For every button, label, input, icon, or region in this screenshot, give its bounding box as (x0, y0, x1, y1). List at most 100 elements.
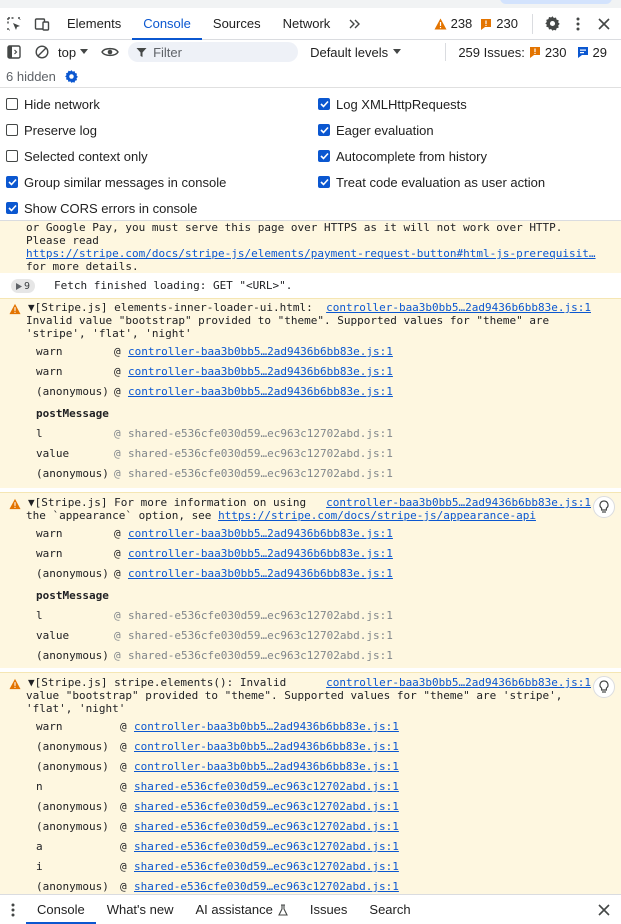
log-xhr-option[interactable]: Log XMLHttpRequests (318, 95, 467, 113)
hide-network-option[interactable]: Hide network (6, 95, 100, 113)
device-toolbar-icon[interactable] (28, 8, 56, 39)
hide-network-checkbox[interactable] (6, 98, 18, 110)
issues-counter[interactable]: 259 Issues: 230 29 (445, 43, 621, 61)
stack-frame-link[interactable]: shared-e536cfe030d59…ec963c12702abd.js:1 (134, 840, 399, 853)
message-header[interactable]: ▼[Stripe.js] For more information on usi… (28, 496, 307, 509)
stack-frame-link[interactable]: controller-baa3b0bb5…2ad9436b6bb83e.js:1 (134, 740, 399, 753)
ai-explain-bulb-icon[interactable] (593, 676, 615, 698)
stack-frame-link[interactable]: controller-baa3b0bb5…2ad9436b6bb83e.js:1 (128, 345, 393, 358)
stack-frame-fn: warn (36, 527, 63, 540)
drawer-tab-whats-new[interactable]: What's new (106, 902, 174, 917)
stack-frame-link[interactable]: shared-e536cfe030d59…ec963c12702abd.js:1 (134, 800, 399, 813)
preserve-log-option[interactable]: Preserve log (6, 121, 97, 139)
message-header[interactable]: ▼[Stripe.js] stripe.elements(): Invalid (28, 676, 287, 689)
stack-frame-link[interactable]: controller-baa3b0bb5…2ad9436b6bb83e.js:1 (134, 760, 399, 773)
console-settings-gear-icon[interactable] (64, 69, 79, 84)
stack-frame-link[interactable]: controller-baa3b0bb5…2ad9436b6bb83e.js:1 (128, 385, 393, 398)
stack-frame-at: @ (120, 720, 127, 733)
tab-sources[interactable]: Sources (212, 16, 261, 31)
ai-explain-bulb-icon[interactable] (593, 496, 615, 518)
close-devtools-icon[interactable] (591, 11, 617, 37)
warning-icon (9, 678, 21, 690)
more-options-icon[interactable] (565, 11, 591, 37)
selected-context-checkbox[interactable] (6, 150, 18, 162)
stack-frame-at: @ (120, 800, 127, 813)
inspect-element-icon[interactable] (0, 8, 28, 39)
tab-network[interactable]: Network (282, 16, 331, 31)
stack-frame-link[interactable]: controller-baa3b0bb5…2ad9436b6bb83e.js:1 (128, 527, 393, 540)
info-issues-icon (577, 47, 588, 58)
stack-frame-link[interactable]: controller-baa3b0bb5…2ad9436b6bb83e.js:1 (134, 720, 399, 733)
stack-frame-link[interactable]: shared-e536cfe030d59…ec963c12702abd.js:1 (134, 880, 399, 893)
stack-frame-fn: n (36, 780, 43, 793)
drawer-menu-icon[interactable] (0, 895, 26, 924)
live-expression-eye-icon[interactable] (96, 39, 124, 65)
context-selector[interactable]: top (58, 45, 96, 60)
log-xhr-checkbox[interactable] (318, 98, 330, 110)
errors-count: 230 (496, 16, 518, 31)
stack-frame-fn: (anonymous) (36, 800, 109, 813)
stack-frame-fn: value (36, 447, 70, 460)
stack-frame-fn: (anonymous) (36, 649, 109, 662)
more-tabs-icon[interactable] (341, 8, 367, 39)
warning-icon (434, 18, 447, 29)
treat-code-label: Treat code evaluation as user action (336, 174, 546, 190)
clear-console-icon[interactable] (28, 39, 56, 65)
show-cors-option[interactable]: Show CORS errors in console (6, 199, 197, 217)
warning-icon (9, 303, 21, 315)
stack-frame-fn: l (36, 427, 43, 440)
tab-elements[interactable]: Elements (67, 16, 122, 31)
log-levels-dropdown[interactable]: Default levels (310, 45, 402, 60)
stack-frame-link[interactable]: shared-e536cfe030d59…ec963c12702abd.js:1 (134, 820, 399, 833)
autocomplete-option[interactable]: Autocomplete from history (318, 147, 487, 165)
warnings-counter[interactable]: 238 (434, 16, 472, 31)
error-icon (481, 18, 492, 30)
preserve-log-checkbox[interactable] (6, 124, 18, 136)
tab-console[interactable]: Console (132, 8, 202, 40)
treat-code-option[interactable]: Treat code evaluation as user action (318, 173, 545, 191)
treat-code-checkbox[interactable] (318, 176, 330, 188)
stack-frame-link[interactable]: controller-baa3b0bb5…2ad9436b6bb83e.js:1 (128, 547, 393, 560)
stack-frame-at: @ (114, 609, 121, 622)
stack-frame-loc: shared-e536cfe030d59…ec963c12702abd.js:1 (128, 447, 393, 460)
console-message-warning: ▼[Stripe.js] For more information on usi… (0, 492, 621, 668)
errors-counter[interactable]: 230 (480, 16, 518, 31)
message-header[interactable]: ▼[Stripe.js] elements-inner-loader-ui.ht… (28, 301, 313, 314)
filter-input[interactable]: Filter (128, 42, 299, 62)
settings-gear-icon[interactable] (539, 11, 565, 37)
message-source-link[interactable]: controller-baa3b0bb5…2ad9436b6bb83e.js:1 (326, 676, 591, 689)
message-source-link[interactable]: controller-baa3b0bb5…2ad9436b6bb83e.js:1 (326, 496, 591, 509)
stack-frame-fn: (anonymous) (36, 820, 109, 833)
stack-frame-fn: warn (36, 365, 63, 378)
drawer-tab-ai-assistance[interactable]: AI assistance (185, 895, 299, 924)
stack-frame-link[interactable]: controller-baa3b0bb5…2ad9436b6bb83e.js:1 (128, 567, 393, 580)
drawer-tab-search[interactable]: Search (369, 902, 411, 917)
message-text: 'flat', 'night' (26, 702, 126, 715)
console-messages[interactable]: or Google Pay, you must serve this page … (0, 221, 621, 894)
stack-frame-link[interactable]: shared-e536cfe030d59…ec963c12702abd.js:1 (134, 860, 399, 873)
show-cors-checkbox[interactable] (6, 202, 18, 214)
message-source-link[interactable]: controller-baa3b0bb5…2ad9436b6bb83e.js:1 (326, 301, 591, 314)
eager-eval-checkbox[interactable] (318, 124, 330, 136)
message-link[interactable]: https://stripe.com/docs/stripe-js/elemen… (26, 247, 596, 260)
drawer-tab-console[interactable]: Console (26, 895, 96, 924)
stack-frame-link[interactable]: controller-baa3b0bb5…2ad9436b6bb83e.js:1 (128, 365, 393, 378)
stack-frame-loc: shared-e536cfe030d59…ec963c12702abd.js:1 (128, 427, 393, 440)
sidebar-toggle-icon[interactable] (0, 39, 28, 65)
group-similar-option[interactable]: Group similar messages in console (6, 173, 226, 191)
repeat-count-badge[interactable]: 9 (11, 279, 36, 293)
close-drawer-icon[interactable] (591, 895, 617, 924)
message-text: 'stripe', 'flat', 'night' (26, 327, 192, 340)
drawer-tab-issues[interactable]: Issues (309, 902, 348, 917)
error-issues-icon (529, 47, 540, 58)
group-similar-checkbox[interactable] (6, 176, 18, 188)
autocomplete-checkbox[interactable] (318, 150, 330, 162)
message-link[interactable]: https://stripe.com/docs/stripe-js/appear… (218, 509, 536, 522)
stack-frame-link[interactable]: shared-e536cfe030d59…ec963c12702abd.js:1 (134, 780, 399, 793)
eager-eval-option[interactable]: Eager evaluation (318, 121, 434, 139)
top-pill (500, 0, 612, 4)
console-message-warning: or Google Pay, you must serve this page … (0, 221, 621, 273)
repeat-count: 9 (24, 280, 31, 292)
stack-frame-at: @ (114, 567, 121, 580)
selected-context-option[interactable]: Selected context only (6, 147, 148, 165)
